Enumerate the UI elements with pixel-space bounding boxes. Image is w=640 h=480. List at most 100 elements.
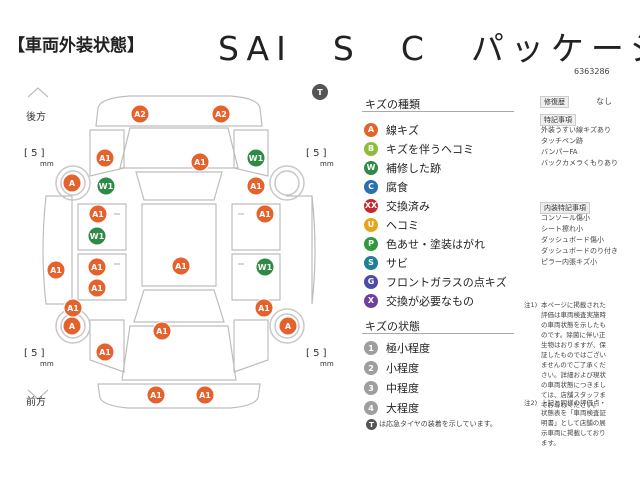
svg-text:A1: A1 [91,263,103,272]
svg-text:A1: A1 [150,391,162,400]
type-label: 線キズ [386,123,419,137]
damage-marker: A1 [190,152,210,172]
type-code-icon: U [364,217,378,232]
tire-depth-front-right: [ 5 ] [306,348,327,359]
type-label: 交換が必要なもの [386,294,474,308]
special-item: バンパーFA [541,148,578,156]
repair-label: 修復歴 [540,96,569,108]
interior-item: ダッシュボードのり付き [541,247,618,255]
state-code-icon: 1 [364,341,378,355]
damage-marker: A2 [211,104,231,124]
damage-marker: A1 [95,148,115,168]
svg-text:A1: A1 [250,182,262,191]
svg-text:W1: W1 [249,154,264,163]
type-label: サビ [386,256,408,270]
note-1-mark: 注1) [524,301,538,309]
type-code-icon: C [364,179,378,194]
damage-marker: W1 [87,226,107,246]
damage-marker: A1 [87,257,107,277]
damage-marker: W1 [96,176,116,196]
note-2-mark: 注2) [524,399,538,407]
type-legend-item: G フロントガラスの点キズ [364,272,507,291]
type-code-icon: G [364,274,378,289]
type-legend-item: P 色あせ・塗装はがれ [364,234,507,253]
type-code-icon: P [364,236,378,251]
svg-text:W1: W1 [90,232,105,241]
svg-text:A: A [69,179,76,188]
damage-marker: A1 [46,260,66,280]
damage-marker: A1 [87,278,107,298]
type-code-icon: XX [364,198,378,213]
damage-marker: A1 [195,385,215,405]
car-title: SAI S C パッケージ [218,29,640,68]
interior-heading: 内装特記事項 [540,202,590,214]
special-item: タッチペン跡 [541,137,583,145]
type-code-icon: X [364,293,378,308]
type-legend-item: A 線キズ [364,120,507,139]
damage-marker: A1 [88,204,108,224]
tire-depth-rear-right: [ 5 ] [306,148,327,159]
state-label: 大程度 [386,402,419,415]
state-heading: キズの状態 [365,320,420,333]
type-code-icon: A [364,122,378,137]
svg-text:W1: W1 [258,263,273,272]
svg-text:A1: A1 [91,284,103,293]
interior-item: ダッシュボード傷小 [541,236,604,244]
special-list: 外装うすい線キズありタッチペン跡バンパーFA バックカメラくもりあり [541,125,618,169]
damage-marker: A1 [152,321,172,341]
tire-unit-front-right: mm [320,360,334,368]
type-label: キズを伴うヘコミ [386,142,474,156]
front-label: 前方 [26,397,46,408]
state-code-icon: 3 [364,381,378,395]
rear-label: 後方 [26,112,46,123]
svg-text:A: A [285,322,292,331]
damage-marker: W1 [255,257,275,277]
state-label: 中程度 [386,382,419,395]
type-label: 交換済み [386,199,430,213]
state-divider [362,333,514,334]
svg-text:A1: A1 [156,327,168,336]
damage-marker: A1 [95,342,115,362]
damage-marker: A [62,316,82,336]
special-item: 外装うすい線キズあり [541,126,611,134]
svg-text:A2: A2 [134,110,146,119]
type-code-icon: W [364,160,378,175]
svg-text:A2: A2 [215,110,227,119]
type-code-icon: S [364,255,378,270]
damage-marker: A2 [130,104,150,124]
svg-text:A1: A1 [258,304,270,313]
special-heading: 特記事項 [540,114,576,126]
damage-marker: A1 [246,176,266,196]
spare-note: は応急タイヤの装着を示しています。 [379,420,497,428]
special-item: バックカメラくもりあり [541,159,618,167]
tire-depth-rear-left: [ 5 ] [24,148,45,159]
state-legend-item: 3 中程度 [364,378,430,398]
svg-text:W1: W1 [99,182,114,191]
type-label: フロントガラスの点キズ [386,275,507,289]
note-1-text: 本ページに掲載された評価は車両検査実施時の車両状態を示したものです。除菌に伴い正… [541,301,606,409]
stock-code: 6363286 [574,67,610,76]
damage-marker: A1 [254,298,274,318]
svg-text:A1: A1 [99,154,111,163]
damage-marker: A1 [63,298,83,318]
spare-note-icon: T [366,419,377,430]
svg-text:A1: A1 [199,391,211,400]
interior-list: コンソール傷小シート擦れ小ダッシュボード傷小ダッシュボードのり付きピラー内張キズ… [541,213,618,268]
tire-unit-rear-left: mm [40,160,54,168]
svg-text:A1: A1 [259,210,271,219]
svg-text:A1: A1 [175,262,187,271]
note-2-text: 上記と同様の評価点・状態表を「車両検査証明書」として店舗の展示車両に掲載しており… [541,399,606,447]
type-label: 色あせ・塗装はがれ [386,237,485,251]
tire-unit-rear-right: mm [320,160,334,168]
damage-marker: A1 [255,204,275,224]
tire-unit-front-left: mm [40,360,54,368]
svg-text:A1: A1 [67,304,79,313]
interior-item: コンソール傷小 [541,214,590,222]
type-legend-item: S サビ [364,253,507,272]
